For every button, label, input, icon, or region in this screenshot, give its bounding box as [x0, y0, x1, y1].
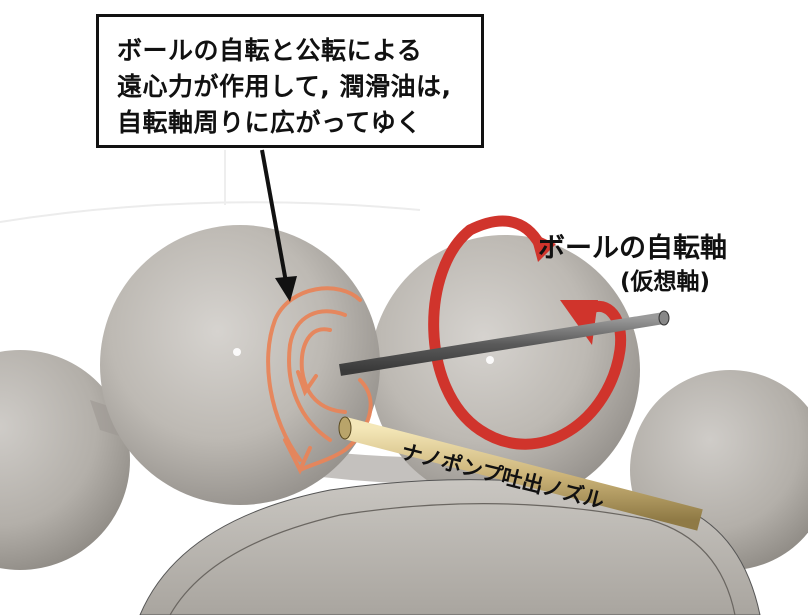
explanation-callout: ボールの自転と公転による 遠心力が作用して, 潤滑油は, 自転軸周りに広がってゆ… [96, 14, 484, 148]
rotation-axis-label: ボールの自転軸 [538, 233, 727, 264]
nano-pump-nozzle [342, 417, 703, 531]
virtual-axis-label: (仮想軸) [620, 269, 711, 295]
callout-line-1: ボールの自転と公転による [117, 36, 423, 65]
ball-main-highlight [233, 348, 241, 356]
rotation-axis-rod [339, 312, 665, 376]
oil-flow-swirl [266, 286, 373, 475]
ball-main [100, 225, 380, 505]
background-guide-arc [0, 201, 421, 223]
callout-pointer-head [275, 276, 297, 302]
rotation-arrowhead-top [530, 232, 556, 262]
rotation-axis-rod-end [658, 310, 670, 326]
outer-race-edge [169, 503, 736, 615]
callout-pointer-line [260, 149, 288, 283]
ball-right-highlight [486, 356, 494, 364]
nano-pump-nozzle-tip [338, 416, 352, 440]
callout-line-3: 自転軸周りに広がってゆく [117, 108, 422, 137]
outer-race [139, 479, 761, 615]
callout-line-2: 遠心力が作用して, 潤滑油は, [117, 72, 452, 101]
